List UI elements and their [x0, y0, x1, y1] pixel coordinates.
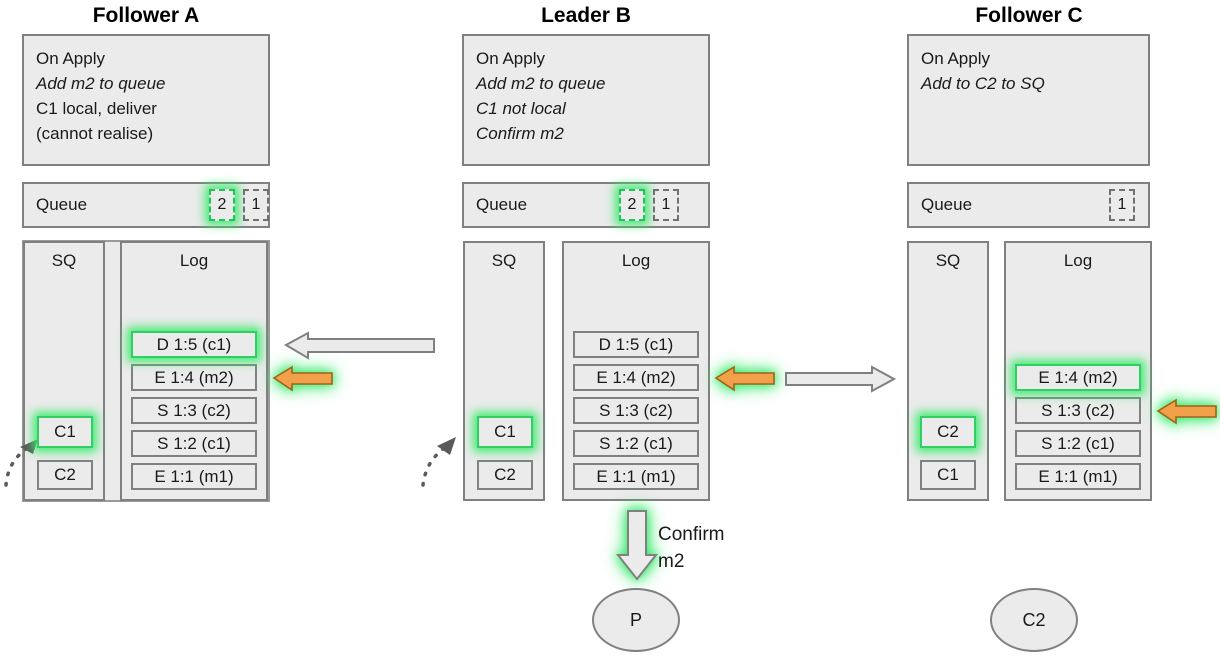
log-entry-follower-a-0[interactable]: D 1:5 (c1)	[131, 331, 257, 358]
queue-panel-leader-b: Queue 2 1	[462, 182, 710, 228]
log-entry-follower-a-1[interactable]: E 1:4 (m2)	[131, 364, 257, 391]
commit-arrow-follower-a	[272, 365, 333, 392]
log-entry-leader-b-1[interactable]: E 1:4 (m2)	[573, 364, 699, 391]
log-entry-follower-c-1[interactable]: S 1:3 (c2)	[1015, 397, 1141, 424]
confirm-m2-label: Confirm m2	[658, 524, 725, 572]
log-entry-follower-c-2[interactable]: S 1:2 (c1)	[1015, 430, 1141, 457]
queue-label: Queue	[476, 195, 528, 214]
on-apply-line-2: Add to C2 to SQ	[921, 74, 1045, 93]
on-apply-line-3: C1 not local	[476, 99, 566, 118]
on-apply-line-2: Add m2 to queue	[36, 74, 166, 93]
sq-item-c2-follower-a[interactable]: C2	[37, 460, 93, 490]
sq-item-c1-leader-b[interactable]: C1	[477, 416, 533, 448]
replication-arrow-b-to-a	[283, 331, 435, 360]
sq-item-c2-leader-b[interactable]: C2	[477, 460, 533, 490]
commit-arrow-leader-b	[714, 365, 775, 392]
column-title-leader-b: Leader B	[541, 4, 631, 27]
queue-item-1[interactable]: 1	[653, 189, 679, 221]
log-title: Log	[621, 251, 651, 270]
client-node-p[interactable]: P	[592, 588, 680, 652]
commit-arrow-follower-c	[1156, 398, 1217, 425]
on-apply-line-1: On Apply	[476, 49, 545, 68]
queue-panel-follower-a: Queue 2 1	[22, 182, 270, 228]
queue-label: Queue	[921, 195, 973, 214]
on-apply-line-4: Confirm m2	[476, 124, 564, 143]
dotted-arrow-to-sq-follower-a	[4, 439, 38, 487]
log-entry-follower-a-3[interactable]: S 1:2 (c1)	[131, 430, 257, 457]
queue-item-2[interactable]: 2	[619, 189, 645, 221]
log-entry-leader-b-3[interactable]: S 1:2 (c1)	[573, 430, 699, 457]
log-entry-follower-c-3[interactable]: E 1:1 (m1)	[1015, 463, 1141, 490]
on-apply-line-2: Add m2 to queue	[476, 74, 606, 93]
on-apply-text-follower-c: On Apply Add to C2 to SQ	[909, 36, 1148, 96]
replication-arrow-b-to-c	[785, 365, 897, 393]
on-apply-panel-leader-b: On Apply Add m2 to queue C1 not local Co…	[462, 34, 710, 166]
confirm-down-arrow	[615, 510, 659, 581]
sq-panel-follower-a: SQ	[23, 241, 105, 501]
queue-panel-follower-c: Queue 1	[907, 182, 1150, 228]
on-apply-line-1: On Apply	[921, 49, 990, 68]
log-entry-follower-c-0[interactable]: E 1:4 (m2)	[1015, 364, 1141, 391]
on-apply-line-4: (cannot realise)	[36, 124, 154, 143]
sq-item-c1-follower-c[interactable]: C1	[920, 460, 976, 490]
on-apply-text-leader-b: On Apply Add m2 to queue C1 not local Co…	[464, 36, 708, 146]
sq-title: SQ	[935, 251, 961, 270]
queue-item-2[interactable]: 2	[209, 189, 235, 221]
column-title-follower-c: Follower C	[975, 4, 1083, 27]
dotted-arrow-to-sq-leader-b	[421, 437, 456, 487]
on-apply-line-1: On Apply	[36, 49, 105, 68]
on-apply-panel-follower-c: On Apply Add to C2 to SQ	[907, 34, 1150, 166]
log-entry-leader-b-0[interactable]: D 1:5 (c1)	[573, 331, 699, 358]
sq-item-c1-follower-a[interactable]: C1	[37, 416, 93, 448]
on-apply-line-3: C1 local, deliver	[36, 99, 157, 118]
log-entry-follower-a-2[interactable]: S 1:3 (c2)	[131, 397, 257, 424]
queue-item-1[interactable]: 1	[1109, 189, 1135, 221]
log-title: Log	[1063, 251, 1093, 270]
sq-item-c2-follower-c[interactable]: C2	[920, 416, 976, 448]
client-node-c2[interactable]: C2	[990, 588, 1078, 652]
queue-label: Queue	[36, 195, 88, 214]
log-entry-leader-b-2[interactable]: S 1:3 (c2)	[573, 397, 699, 424]
log-title: Log	[179, 251, 209, 270]
sq-panel-leader-b: SQ	[463, 241, 545, 501]
on-apply-panel-follower-a: On Apply Add m2 to queue C1 local, deliv…	[22, 34, 270, 166]
log-entry-follower-a-4[interactable]: E 1:1 (m1)	[131, 463, 257, 490]
sq-title: SQ	[51, 251, 77, 270]
column-title-follower-a: Follower A	[92, 4, 200, 27]
on-apply-text-follower-a: On Apply Add m2 to queue C1 local, deliv…	[24, 36, 268, 146]
queue-item-1[interactable]: 1	[243, 189, 269, 221]
sq-panel-follower-c: SQ	[907, 241, 989, 501]
log-entry-leader-b-4[interactable]: E 1:1 (m1)	[573, 463, 699, 490]
sq-title: SQ	[491, 251, 517, 270]
